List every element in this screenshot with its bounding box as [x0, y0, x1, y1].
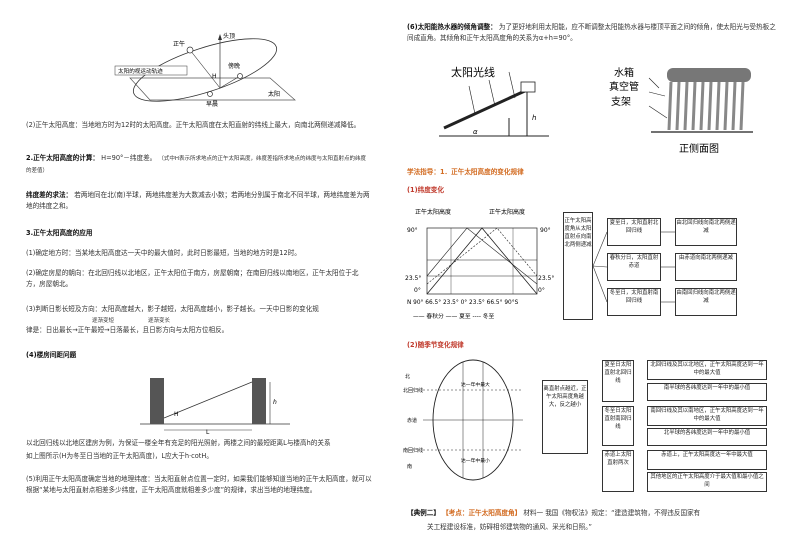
- building-text-2: 如上图所示(H为冬至日当地的正午太阳高度)，L应大于h·cotH。: [26, 452, 213, 460]
- chart1-x-labels: N 90° 66.5° 23.5° 0° 23.5° 66.5° 90°S: [407, 300, 519, 306]
- sun-path-diagram: 正午 头顶 傍晚 早晨 太阳 H 太阳的视运动轨迹: [114, 32, 296, 108]
- application-title: 3.正午太阳高度的应用: [26, 229, 93, 237]
- lat-diff-title: 纬度差的求法：: [26, 191, 73, 199]
- season-min-label: 达一年中最小: [461, 457, 490, 464]
- shadow-arrow-2: 逐渐变长: [148, 318, 171, 324]
- rule-box-winter-result: 由南回归线向南北两侧递减: [675, 288, 737, 316]
- building-h-label: h: [273, 399, 277, 406]
- season-winter-b: 北半球的各纬度达到一年中的最小值: [647, 428, 767, 446]
- lat-diff-text: 若两地同在北(南)半球，两地纬度差为大数减去小数；若两地分别属于南北不同半球，两…: [26, 191, 370, 210]
- morning-label: 早晨: [206, 101, 218, 108]
- building-text-1: 以北回归线以北地区建房为例，为保证一楼全年有充足的阳光照射，两楼之间的最短距离L…: [26, 439, 331, 447]
- vacuum-tubes: [667, 81, 745, 131]
- solar-heater-diagram: 太阳光线 α h 水箱 真空管 支架 正侧面图: [439, 65, 753, 155]
- app-shadow-line1: (3)判断日影长短及方向：太阳高度越大，影子越短，太阳高度越小，影子越长。一天中…: [26, 305, 319, 313]
- chart1-title-right: 正午太阳高度: [489, 208, 525, 216]
- app-latitude-text: (5)利用正午太阳高度确定当地的地理纬度：当太阳直射点位置一定时，如果我们能够知…: [26, 475, 372, 494]
- heater-text: 为了更好地利用太阳能，应不断调整太阳能热水器与楼顶平面之间的倾角，使太阳光与受热…: [407, 23, 776, 42]
- method-title: 学法指导：1．正午太阳高度的变化规律: [407, 168, 524, 176]
- chart1-y90-left: 90°: [407, 227, 418, 234]
- heater-h: h: [532, 114, 536, 122]
- dusk-label: 傍晚: [228, 62, 240, 70]
- chart1-y90-right: 90°: [540, 227, 551, 234]
- example-text-2: 关工程建设标准，妨碍相邻建筑物的通风、采光和日照。”: [427, 523, 592, 531]
- rule-box-winter: 冬至日，太阳直射南回归线: [607, 288, 661, 316]
- building-spacing-title: (4)楼房间距问题: [26, 351, 77, 359]
- left-column: 正午 头顶 傍晚 早晨 太阳 H 太阳的视运动轨迹 (2)正午太阳高度：当地地方…: [26, 32, 376, 496]
- noon-height-paragraph: (2)正午太阳高度：当地地方时为12时的太阳高度。正午太阳高度在太阳直射的纬线上…: [26, 121, 361, 129]
- app-local-time: (1)确定地方时：当某地太阳高度达一天中的最大值时，此时日影最短，当地的地方时是…: [26, 249, 301, 257]
- season-max-label: 达一年中最大: [461, 381, 490, 388]
- example-text-1: 材料一 我国《物权法》规定：“建造建筑物，不得违反国家有: [523, 509, 701, 517]
- latitude-chart: 正午太阳高度 正午太阳高度 90° 90° 23.5° 0° 23.5° 0° …: [405, 208, 554, 320]
- rule-box-summer-result: 由北回归线向南北两侧递减: [675, 218, 737, 246]
- season-s: 南: [407, 463, 412, 470]
- season-summer-a: 北回归线及其以北地区，正午太阳高度达到一年中的最大值: [647, 360, 767, 380]
- chart1-y0-right: 0°: [538, 287, 545, 294]
- right-column: (6)太阳能热水器的倾角调整： 为了更好地利用太阳能，应不断调整太阳能热水器与楼…: [397, 0, 794, 560]
- season-change-title: (2)随季节变化规律: [407, 341, 464, 349]
- season-equator: 赤道: [407, 417, 417, 424]
- latitude-change-title: (1)纬度变化: [407, 186, 444, 194]
- chart1-legend: —— 春秋分 —— 夏至 ---- 冬至: [413, 312, 495, 320]
- lat-diff-section: 纬度差的求法： 若两地同在北(南)半球，两地纬度差为大数减去小数；若两地分别属于…: [26, 190, 371, 212]
- tube-label: 真空管: [609, 80, 639, 93]
- heater-paragraph: (6)太阳能热水器的倾角调整： 为了更好地利用太阳能，应不断调整太阳能热水器与楼…: [407, 22, 777, 44]
- season-tropic-n: 北回归线: [403, 387, 423, 394]
- tank-label: 水箱: [614, 66, 634, 79]
- orbit-label: 太阳的视运动轨迹: [118, 67, 163, 75]
- stand-label: 支架: [611, 96, 631, 108]
- example-tag: 【考点：正午太阳高度角】: [442, 509, 522, 517]
- app-house-orientation: (2)确定房屋的朝向：在北回归线以北地区，正午太阳位于南方，房屋朝南；在南回归线…: [26, 269, 359, 288]
- season-summer-b: 南半球的各纬度达到一年中的最小值: [647, 383, 767, 401]
- rule-main-box: 正午太阳高度角从太阳直射点向南北两侧递减: [563, 212, 593, 320]
- season-winter-a: 南回归线及其以南地区，正午太阳高度达到一年中的最大值: [647, 406, 767, 426]
- heater-alpha: α: [473, 128, 478, 136]
- zenith-label: 头顶: [223, 32, 235, 40]
- shadow-arrow-1: 逐渐变短: [92, 318, 115, 324]
- sun-label: 太阳: [268, 90, 280, 98]
- h-angle-label: H: [212, 73, 217, 80]
- season-equator-box: 赤道上太阳直射两次: [602, 450, 634, 492]
- calc-section: 2.正午太阳高度的计算： H=90°－纬度差。 （式中H表示所求地点的正午太阳高…: [26, 153, 371, 177]
- front-view-label: 正侧面图: [679, 142, 719, 155]
- chart1-y23-right: 23.5°: [538, 275, 554, 282]
- rule-box-summer: 夏至日，太阳直射北回归线: [607, 218, 661, 246]
- season-center-box: 离直射点越近，正午太阳高度角越大，反之越小: [542, 380, 588, 454]
- season-summer-box: 夏至日太阳直射北回归线: [602, 360, 634, 402]
- building-H-label: H: [174, 411, 179, 418]
- app-shadow-line2: 律是：日出最长→正午最短→日落最长，且日影方向与太阳方位相反。: [26, 326, 229, 334]
- heater-title: (6)太阳能热水器的倾角调整：: [407, 23, 497, 31]
- chart1-y0-left: 0°: [414, 287, 421, 294]
- calc-note: （式中H表示所求地点的正午太阳高度，纬度差指所求地点的纬度与太阳直射点的纬度的差…: [26, 156, 367, 174]
- season-n: 北: [405, 373, 410, 380]
- rule-box-equinox-result: 由赤道向南北两侧递减: [675, 253, 737, 281]
- building-L-label: L: [206, 429, 210, 434]
- noon-label: 正午: [173, 40, 185, 48]
- chart1-title-left: 正午太阳高度: [415, 208, 451, 216]
- season-equator-b: 其他地区的正午太阳高度介于最大值和最小值之间: [647, 472, 767, 492]
- rule-connectors: [593, 231, 675, 303]
- season-winter-box: 冬至日太阳直射南回归线: [602, 406, 634, 446]
- app-latitude: (5)利用正午太阳高度确定当地的地理纬度：当太阳直射点位置一定时，如果我们能够知…: [26, 474, 376, 496]
- rule-box-equinox: 春秋分日，太阳直射赤道: [607, 253, 661, 281]
- example-block: 【典例二】 【考点：正午太阳高度角】 材料一 我国《物权法》规定：“建造建筑物，…: [407, 508, 787, 519]
- season-diagram: 北 北回归线 赤道 南回归线 南 达一年中最大 达一年中最小: [403, 359, 523, 481]
- season-tropic-s: 南回归线: [403, 447, 423, 454]
- example-label: 【典例二】: [407, 509, 440, 517]
- sunlight-label: 太阳光线: [451, 65, 495, 79]
- calc-formula: H=90°－纬度差。: [101, 154, 157, 162]
- season-equator-a: 赤道上，正午太阳高度达一年中最大值: [647, 450, 767, 470]
- calc-title: 2.正午太阳高度的计算：: [26, 154, 100, 162]
- chart1-y23-left: 23.5°: [405, 275, 421, 282]
- building-spacing-diagram: h H L: [140, 378, 290, 434]
